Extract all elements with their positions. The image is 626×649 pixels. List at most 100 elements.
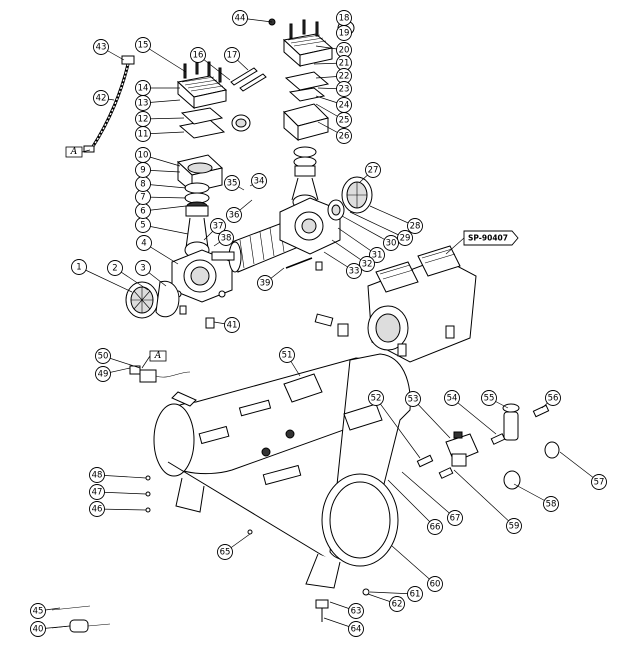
leader-line-53 <box>412 398 451 439</box>
callout-number: 63 <box>351 607 362 617</box>
right-gasket <box>288 87 326 102</box>
callout-61: 61 <box>407 586 423 602</box>
ref-mark-label: A <box>70 147 78 157</box>
callout-number: 64 <box>351 625 362 635</box>
callout-number: 51 <box>282 351 293 361</box>
callout-number: 62 <box>392 600 403 610</box>
callout-number: 16 <box>193 51 204 61</box>
callout-number: 8 <box>140 180 145 190</box>
callout-circle <box>336 112 352 128</box>
callout-circle <box>30 603 46 619</box>
leader-line-46 <box>96 508 147 511</box>
callout-circle <box>405 391 421 407</box>
right-crankcase <box>279 197 341 255</box>
callout-51: 51 <box>279 347 295 363</box>
callout-58: 58 <box>543 496 559 512</box>
callout-number: 19 <box>339 29 350 39</box>
callout-circle <box>89 501 105 517</box>
callout-circle <box>407 586 423 602</box>
power-cord <box>51 605 111 633</box>
leader-line-57 <box>559 451 600 483</box>
callout-number: 39 <box>260 279 271 289</box>
left-piston-assembly <box>184 182 210 259</box>
callout-6: 6 <box>135 203 151 219</box>
callout-number: 58 <box>546 500 557 510</box>
callout-number: 44 <box>235 14 246 24</box>
callout-number: 60 <box>430 580 441 590</box>
callout-40: 40 <box>30 621 46 637</box>
callout-23: 23 <box>336 81 352 97</box>
callout-35: 35 <box>224 175 240 191</box>
callout-circle <box>232 10 248 26</box>
callout-39: 39 <box>257 275 273 291</box>
capacitor-mounting-bolt <box>285 257 313 269</box>
callout-circle <box>348 621 364 637</box>
callout-circle <box>107 260 123 276</box>
callout-56: 56 <box>545 390 561 406</box>
callout-circle <box>190 47 206 63</box>
callout-circle <box>218 230 234 246</box>
callout-circle <box>135 80 151 96</box>
callout-10: 10 <box>135 147 151 163</box>
assembly-tag: SP-90407 <box>445 230 519 255</box>
callout-number: 61 <box>410 590 421 600</box>
leader-line-28 <box>369 205 416 227</box>
callout-circle <box>224 317 240 333</box>
callout-5: 5 <box>135 217 151 233</box>
callout-number: 14 <box>138 84 149 94</box>
callout-44: 44 <box>232 10 248 26</box>
leader-line-48 <box>96 474 147 479</box>
callout-number: 48 <box>92 471 103 481</box>
callout-number: 33 <box>349 267 360 277</box>
leader-line-60 <box>391 545 436 585</box>
leader-line-1 <box>78 266 133 293</box>
callout-number: 41 <box>227 321 238 331</box>
callout-circle <box>136 235 152 251</box>
motor-shaft <box>211 251 235 261</box>
callout-circle <box>336 81 352 97</box>
callout-number: 29 <box>400 234 411 244</box>
callout-31: 31 <box>369 247 385 263</box>
callout-number: 40 <box>33 625 44 635</box>
callout-number: 25 <box>339 116 350 126</box>
callout-41: 41 <box>224 317 240 333</box>
callout-circle <box>93 90 109 106</box>
callout-number: 13 <box>138 99 149 109</box>
callout-11: 11 <box>135 126 151 142</box>
callout-number: 65 <box>220 548 231 558</box>
callout-number: 36 <box>229 211 240 221</box>
callout-number: 1 <box>76 263 81 273</box>
callout-62: 62 <box>389 596 405 612</box>
callout-number: 59 <box>509 522 520 532</box>
callout-28: 28 <box>407 218 423 234</box>
callout-49: 49 <box>95 366 111 382</box>
drain-valve <box>315 588 370 622</box>
callout-circle <box>369 247 385 263</box>
callout-circle <box>95 366 111 382</box>
callout-29: 29 <box>397 230 413 246</box>
callout-66: 66 <box>427 519 443 535</box>
callout-48: 48 <box>89 467 105 483</box>
callout-circle <box>71 259 87 275</box>
left-cylinder-head <box>176 59 228 110</box>
callout-number: 12 <box>138 115 149 125</box>
ref-mark-label: A <box>154 351 162 361</box>
callout-36: 36 <box>226 207 242 223</box>
callout-circle <box>251 173 267 189</box>
tie-rods <box>230 67 267 92</box>
callout-circle <box>135 260 151 276</box>
callout-circle <box>427 519 443 535</box>
callout-number: 21 <box>339 59 350 69</box>
callout-circle <box>93 39 109 55</box>
left-fan-shroud <box>155 280 180 318</box>
callout-circle <box>89 484 105 500</box>
left-gasket <box>180 107 224 125</box>
callout-18: 18 <box>336 10 352 26</box>
callout-52: 52 <box>368 390 384 406</box>
belt-guard <box>283 373 323 403</box>
callout-number: 2 <box>112 264 117 274</box>
callout-17: 17 <box>224 47 240 63</box>
